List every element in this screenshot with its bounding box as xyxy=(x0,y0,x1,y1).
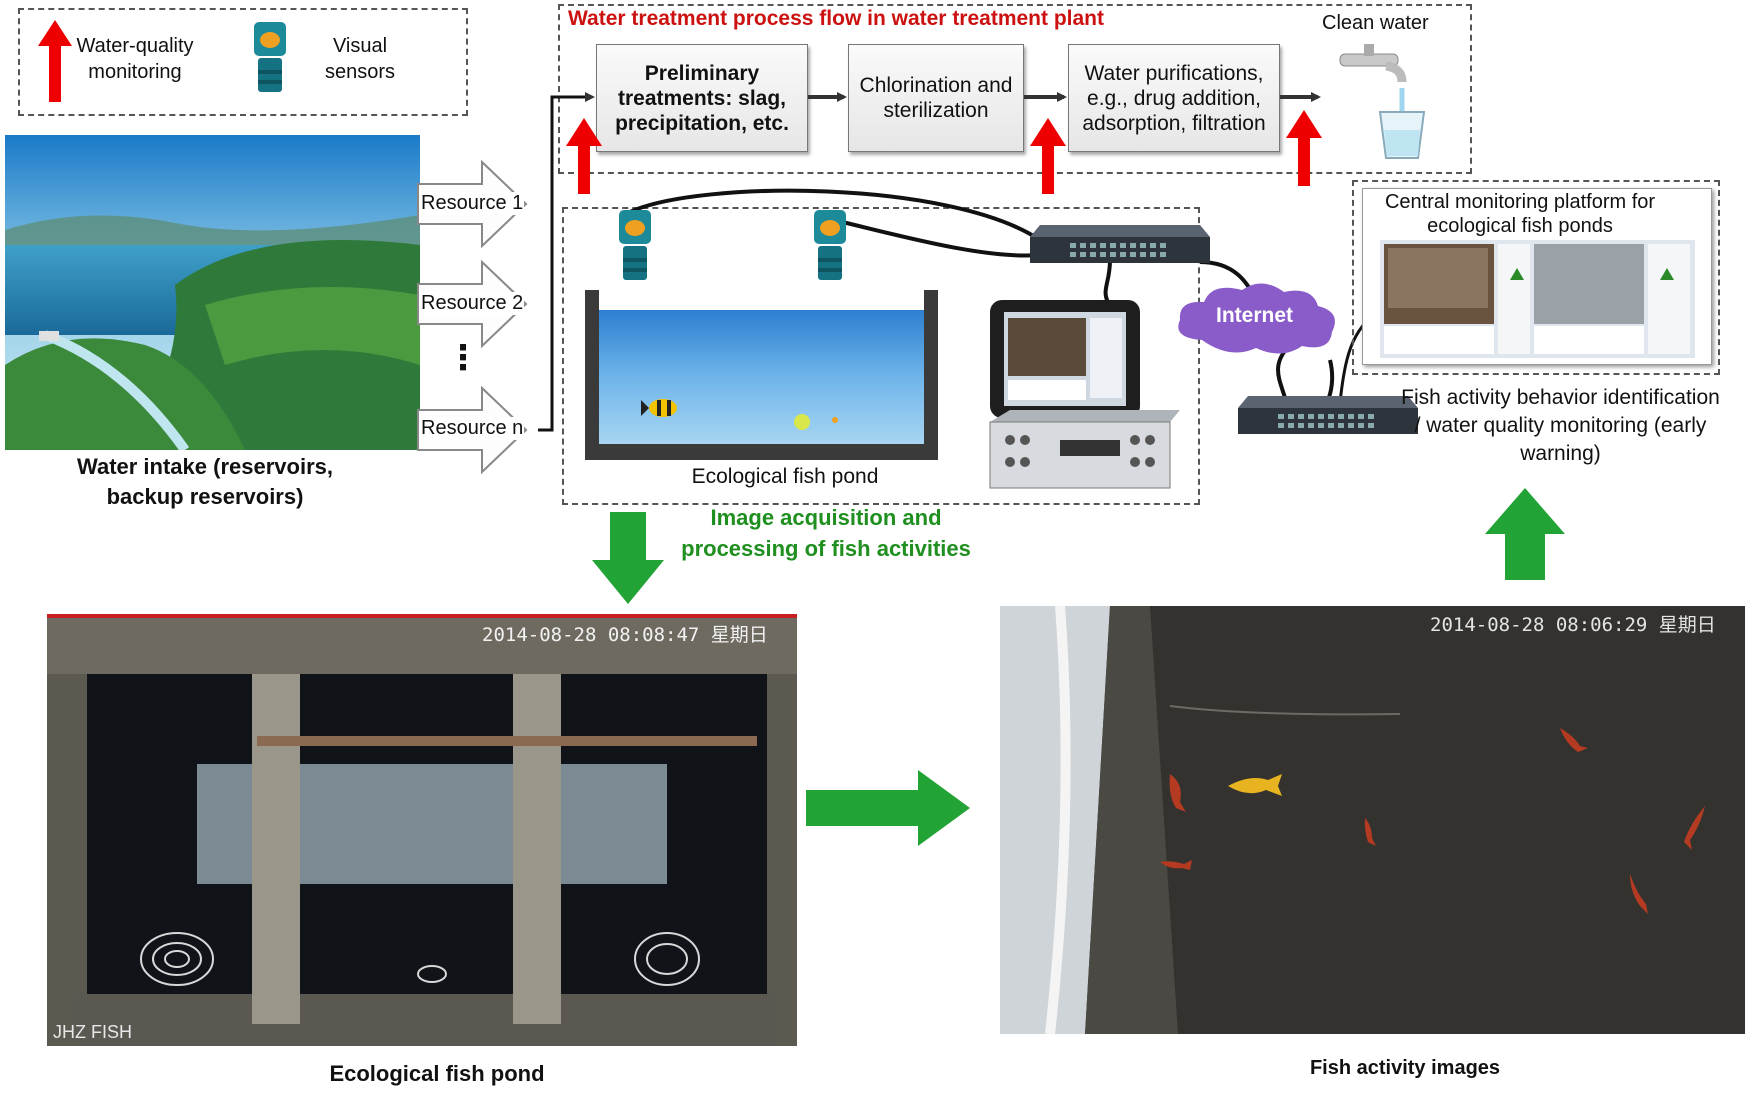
water-quality-arrow-1 xyxy=(566,118,602,194)
monitoring-platform-box xyxy=(1352,180,1720,375)
faucet-glass-icon xyxy=(1339,44,1426,159)
network-switch-1-icon xyxy=(1030,225,1210,263)
resource-n-label: Resource n xyxy=(420,417,525,440)
left-photo-timestamp: 2014-08-28 08:08:47 星期日 xyxy=(482,624,768,646)
fish-pond-tank xyxy=(585,290,938,460)
video-recorder-icon xyxy=(989,410,1180,489)
fish-pond-photo: 2014-08-28 08:08:47 星期日 JHZ FISH xyxy=(47,614,797,1046)
legend-sensor-label: Visual sensors xyxy=(324,35,396,83)
right-photo-timestamp: 2014-08-28 08:06:29 星期日 xyxy=(1430,614,1716,636)
water-intake-caption: Water intake (reservoirs, backup reservo… xyxy=(77,454,333,509)
legend-box xyxy=(18,8,468,116)
process-flow-box xyxy=(558,4,1472,174)
clean-water-label: Clean water xyxy=(1322,12,1429,34)
preliminary-treatment-step: Preliminary treatments: slag, precipitat… xyxy=(596,44,808,152)
fish-icon xyxy=(794,414,838,430)
left-photo-watermark: JHZ FISH xyxy=(53,1022,132,1042)
red-arrow-icon xyxy=(38,20,72,102)
water-quality-arrow-2 xyxy=(1030,118,1066,194)
water-quality-arrow-3 xyxy=(1286,110,1322,186)
monitoring-screenshot xyxy=(1380,240,1695,358)
pond-diagram-caption: Ecological fish pond xyxy=(691,465,879,488)
camera-sensor-1-icon xyxy=(619,210,651,280)
camera-sensor-2-icon xyxy=(814,210,846,280)
image-acquisition-label: Image acquisition and processing of fish… xyxy=(681,505,971,561)
monitor-icon xyxy=(990,300,1140,418)
fish-icon xyxy=(1228,774,1282,796)
camera-sensor-icon xyxy=(254,22,286,92)
right-photo-caption: Fish activity images xyxy=(1309,1057,1501,1079)
up-green-arrow xyxy=(1485,488,1565,580)
monitoring-caption: Fish activity behavior identification / … xyxy=(1401,386,1720,465)
purification-step: Water purifications, e.g., drug addition… xyxy=(1068,44,1280,152)
resource-ellipsis: ⋮ xyxy=(446,339,480,377)
chlorination-step: Chlorination and sterilization xyxy=(848,44,1024,152)
resource-1-label: Resource 1 xyxy=(420,192,525,215)
fish-icon xyxy=(641,399,677,417)
fish-activity-photo: 2014-08-28 08:06:29 星期日 xyxy=(1000,606,1745,1034)
fish-icon xyxy=(1160,728,1705,914)
reservoir-landscape-image xyxy=(5,135,420,450)
platform-title: Central monitoring platform for ecologic… xyxy=(1384,191,1656,237)
internet-cloud-icon xyxy=(1178,283,1335,354)
internet-label: Internet xyxy=(1216,304,1294,327)
left-photo-caption: Ecological fish pond xyxy=(329,1061,545,1086)
resource-2-label: Resource 2 xyxy=(420,292,525,315)
down-green-arrow xyxy=(592,512,664,604)
fish-pond-system-box xyxy=(562,207,1200,505)
process-title: Water treatment process flow in water tr… xyxy=(568,7,1105,30)
network-switch-2-icon xyxy=(1238,396,1418,434)
ripples xyxy=(140,932,700,986)
legend-water-quality-label: Water-quality monitoring xyxy=(76,35,194,83)
right-green-arrow xyxy=(806,770,970,846)
